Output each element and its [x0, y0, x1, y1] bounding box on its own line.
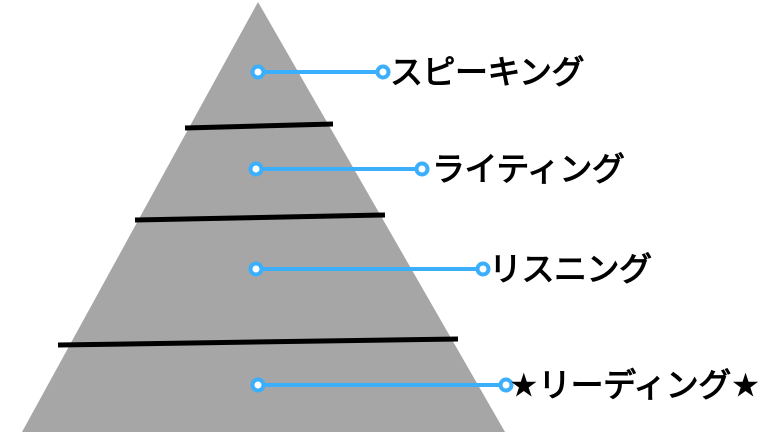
callout-listening-connector[interactable] [248, 261, 491, 277]
connector-dot-left-speaking [250, 64, 266, 80]
callout-writing-connector[interactable] [248, 161, 430, 177]
divider-2 [134, 212, 386, 223]
divider-3 [57, 336, 459, 348]
callout-speaking-connector[interactable] [250, 64, 391, 80]
connector-dot-right-speaking [375, 64, 391, 80]
connector-dot-right-writing [414, 161, 430, 177]
callout-label-writing: ライティング [432, 150, 625, 188]
connector-dot-right-reading [498, 377, 514, 393]
divider-1 [184, 121, 334, 131]
connector-dot-left-writing [248, 161, 264, 177]
callout-label-reading: ★リーディング★ [509, 366, 760, 404]
callout-label-speaking: スピーキング [390, 53, 585, 91]
connector-dot-left-reading [250, 377, 266, 393]
callout-reading-connector[interactable] [250, 377, 514, 393]
connector-dot-left-listening [248, 261, 264, 277]
callout-label-listening: リスニング [489, 250, 652, 288]
connector-dot-right-listening [475, 261, 491, 277]
